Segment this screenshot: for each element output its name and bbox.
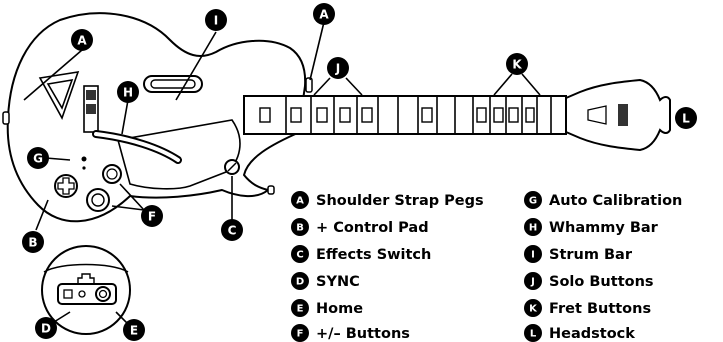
callout-C: C <box>221 219 243 241</box>
legend-label: Strum Bar <box>549 247 633 263</box>
callout-A-top-left: A <box>71 29 93 51</box>
fret-buttons[interactable] <box>421 107 535 123</box>
effects-switch[interactable] <box>224 159 240 175</box>
legend-label: Shoulder Strap Pegs <box>316 193 484 209</box>
headstock <box>565 78 671 152</box>
solo-button[interactable] <box>259 107 271 123</box>
fret-button[interactable] <box>525 107 535 123</box>
legend-label: Solo Buttons <box>549 274 654 290</box>
callout-letter-k: K <box>512 58 522 72</box>
legend-item: L Headstock <box>524 324 635 342</box>
callout-letter-e: E <box>130 324 138 338</box>
inset-body-edge <box>43 263 129 273</box>
legend-label: Effects Switch <box>316 247 431 263</box>
callout-letter-c: C <box>228 224 237 238</box>
legend-item: J Solo Buttons <box>524 272 654 290</box>
whammy-bar[interactable] <box>92 130 182 164</box>
strap-peg-left <box>2 111 10 125</box>
callout-K: K <box>506 53 528 75</box>
legend-letter: J <box>530 277 535 288</box>
legend-letter: I <box>531 250 535 261</box>
callout-letter-l: L <box>682 112 690 126</box>
legend-item: K Fret Buttons <box>524 299 651 317</box>
sync-button[interactable] <box>63 289 73 299</box>
callout-H: H <box>117 81 139 103</box>
strum-bar-inner[interactable] <box>150 79 196 89</box>
legend-letter: F <box>297 329 304 340</box>
callout-D: D <box>35 317 57 339</box>
legend-item: I Strum Bar <box>524 245 633 263</box>
callout-letter-d: D <box>41 322 51 336</box>
legend-label: + Control Pad <box>316 220 429 236</box>
legend-letter: A <box>296 196 304 207</box>
headstock-logo <box>618 104 628 126</box>
legend-letter: C <box>296 250 303 261</box>
legend-item: D SYNC <box>291 272 360 290</box>
legend-item: B + Control Pad <box>291 218 429 236</box>
callout-J: J <box>327 57 349 79</box>
strum-bar[interactable] <box>143 75 203 93</box>
callout-A-top-right: A <box>313 3 335 25</box>
callout-L: L <box>675 107 697 129</box>
solo-button[interactable] <box>290 107 302 123</box>
plus-minus-buttons[interactable] <box>86 164 122 212</box>
legend-label: Auto Calibration <box>549 193 682 209</box>
legend-item: H Whammy Bar <box>524 218 659 236</box>
legend-label: Fret Buttons <box>549 301 651 317</box>
strap-peg-top <box>305 77 313 93</box>
legend-label: Home <box>316 301 363 317</box>
solo-button[interactable] <box>316 107 328 123</box>
legend-label: SYNC <box>316 274 360 290</box>
callout-letter-b: B <box>28 236 37 250</box>
callout-I: I <box>205 9 227 31</box>
fret-button[interactable] <box>493 107 504 123</box>
callout-E: E <box>123 319 145 341</box>
control-pad[interactable] <box>54 174 78 198</box>
callout-letter-h: H <box>123 86 133 100</box>
legend-letter: D <box>296 277 304 288</box>
truss-rod-cover <box>587 105 607 125</box>
legend: A Shoulder Strap Pegs B + Control Pad C … <box>291 191 682 342</box>
strap-peg-bottom <box>267 185 275 195</box>
fret-button[interactable] <box>476 107 487 123</box>
callout-F: F <box>141 205 163 227</box>
control-pad-cross <box>57 177 75 195</box>
legend-letter: K <box>529 304 538 315</box>
legend-letter: G <box>529 196 537 207</box>
callout-G: G <box>27 147 49 169</box>
legend-letter: L <box>530 329 537 340</box>
callout-letter-g: G <box>33 152 43 166</box>
callout-letter-f: F <box>148 210 156 224</box>
legend-item: E Home <box>291 299 363 317</box>
callout-B: B <box>22 231 44 253</box>
legend-label: Headstock <box>549 326 635 342</box>
bridge <box>38 71 99 133</box>
guitar-neck <box>243 95 567 135</box>
leader-lines <box>23 21 541 325</box>
legend-label: Whammy Bar <box>549 220 659 236</box>
fret-button[interactable] <box>421 107 433 123</box>
fret-button[interactable] <box>508 107 519 123</box>
solo-buttons[interactable] <box>259 107 373 123</box>
callout-letter-j: J <box>335 62 340 76</box>
auto-calibration-sensor <box>81 156 87 162</box>
legend-item: C Effects Switch <box>291 245 431 263</box>
legend-letter: E <box>297 304 304 315</box>
legend-letter: H <box>529 223 537 234</box>
inset-detail <box>41 245 131 335</box>
callout-letter-a: A <box>319 8 329 22</box>
solo-button[interactable] <box>361 107 373 123</box>
legend-item: A Shoulder Strap Pegs <box>291 191 484 209</box>
legend-item: F +/– Buttons <box>291 324 410 342</box>
callout-letter-a: A <box>77 34 87 48</box>
solo-button[interactable] <box>339 107 351 123</box>
legend-item: G Auto Calibration <box>524 191 682 209</box>
legend-letter: B <box>296 223 304 234</box>
callout-letter-i: I <box>214 14 218 28</box>
legend-label: +/– Buttons <box>316 326 410 342</box>
